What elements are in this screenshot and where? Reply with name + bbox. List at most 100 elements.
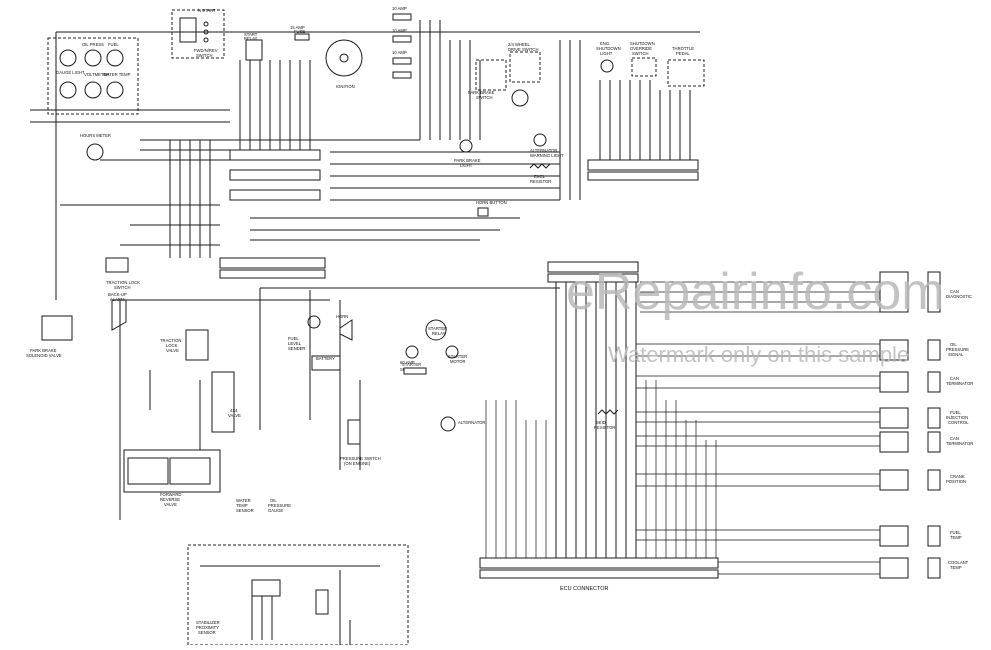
svg-text:PRESSURE SWITCH: PRESSURE SWITCH [340, 456, 381, 461]
svg-text:TEMP: TEMP [950, 535, 962, 540]
svg-text:15 AMP: 15 AMP [290, 25, 305, 30]
svg-text:FUEL: FUEL [108, 42, 119, 47]
svg-text:MOTOR: MOTOR [450, 359, 466, 364]
svg-text:POSITION: POSITION [946, 479, 966, 484]
svg-text:2/4 WHEEL: 2/4 WHEEL [508, 42, 531, 47]
svg-text:10 AMP: 10 AMP [392, 28, 407, 33]
svg-text:RELAY: RELAY [244, 36, 258, 41]
svg-text:LOCK: LOCK [166, 343, 178, 348]
svg-text:OIL PRESS: OIL PRESS [82, 42, 104, 47]
svg-text:TEMP: TEMP [950, 565, 962, 570]
svg-text:BATTERY: BATTERY [316, 356, 335, 361]
svg-text:PROXIMITY: PROXIMITY [196, 625, 219, 630]
svg-text:VOLTMETER: VOLTMETER [84, 72, 109, 77]
n-start-switch: N START FWD/N/REV SWITCH [171, 8, 225, 59]
svg-text:ALTERNATOR: ALTERNATOR [530, 148, 557, 153]
svg-text:10 AMP: 10 AMP [392, 50, 407, 55]
svg-text:N START: N START [198, 8, 216, 13]
svg-text:STABILIZER: STABILIZER [196, 620, 220, 625]
svg-text:GAUGE: GAUGE [268, 508, 283, 513]
svg-text:PARK BRAKE: PARK BRAKE [454, 158, 481, 163]
svg-text:(ON ENGINE): (ON ENGINE) [344, 461, 371, 466]
svg-text:DRIVE SWITCH: DRIVE SWITCH [508, 47, 538, 52]
svg-text:CONTROL: CONTROL [948, 420, 969, 425]
svg-text:DIAGNOSTIC: DIAGNOSTIC [946, 294, 972, 299]
svg-text:CAN: CAN [950, 376, 959, 381]
svg-text:STARTER: STARTER [428, 326, 447, 331]
ecu-connector: ECU CONNECTOR [479, 557, 719, 592]
watermark-note: Watermark only on this sample [608, 342, 910, 367]
svg-text:WARNING LIGHT: WARNING LIGHT [530, 153, 564, 158]
svg-text:THROTTLE: THROTTLE [672, 46, 694, 51]
svg-text:ALTERNATOR: ALTERNATOR [458, 420, 485, 425]
svg-text:PRESSURE: PRESSURE [268, 503, 291, 508]
svg-text:OIL: OIL [270, 498, 277, 503]
svg-text:CRANK: CRANK [950, 474, 965, 479]
svg-text:LIGHT: LIGHT [600, 51, 613, 56]
svg-text:STARTER: STARTER [402, 362, 421, 367]
svg-text:SENSOR: SENSOR [198, 630, 216, 635]
svg-text:VALVE: VALVE [166, 348, 179, 353]
svg-text:PARK BRAKE: PARK BRAKE [468, 90, 495, 95]
svg-text:WATER: WATER [236, 498, 251, 503]
svg-text:IGNITION: IGNITION [336, 84, 355, 89]
svg-text:WATER TEMP: WATER TEMP [103, 72, 131, 77]
svg-text:SWITCH: SWITCH [476, 95, 493, 100]
svg-text:FUEL: FUEL [950, 530, 961, 535]
svg-text:4X4: 4X4 [230, 408, 238, 413]
connector-strip-right [547, 159, 699, 283]
svg-text:PARK BRAKE: PARK BRAKE [30, 348, 57, 353]
svg-text:ECU CONNECTOR: ECU CONNECTOR [560, 586, 609, 592]
svg-text:LIGHT: LIGHT [460, 163, 473, 168]
svg-text:TEMP: TEMP [236, 503, 248, 508]
svg-text:SWITCH: SWITCH [114, 285, 131, 290]
svg-text:ALARM: ALARM [110, 297, 125, 302]
svg-text:HOURS METER: HOURS METER [80, 133, 111, 138]
svg-text:VALVE: VALVE [164, 502, 177, 507]
svg-text:TRACTION LOCK: TRACTION LOCK [106, 280, 140, 285]
svg-text:FUEL: FUEL [950, 410, 961, 415]
watermark-site: eRepairinfo.com [566, 263, 945, 321]
svg-text:HORN: HORN [336, 314, 348, 319]
svg-text:SENDER: SENDER [288, 346, 305, 351]
svg-text:RESISTOR: RESISTOR [594, 425, 615, 430]
start-relay: START RELAY [244, 32, 263, 61]
svg-text:REVERSE: REVERSE [160, 497, 180, 502]
svg-text:VALVE: VALVE [228, 413, 241, 418]
connector-strip-upper [219, 149, 326, 279]
ignition-switch: IGNITION [325, 39, 363, 89]
svg-text:SHUTDOWN: SHUTDOWN [630, 41, 655, 46]
svg-text:SHUTDOWN: SHUTDOWN [596, 46, 621, 51]
svg-text:OVERRIDE: OVERRIDE [630, 46, 652, 51]
svg-text:SOLENOID VALVE: SOLENOID VALVE [26, 353, 62, 358]
wiring-bus [30, 20, 900, 575]
svg-text:TRACTION: TRACTION [160, 338, 181, 343]
svg-text:FWD/N/REV: FWD/N/REV [194, 48, 218, 53]
svg-text:CAN: CAN [950, 436, 959, 441]
svg-text:SKID: SKID [596, 420, 606, 425]
svg-text:RELAY: RELAY [432, 331, 446, 336]
svg-text:LEVEL: LEVEL [288, 341, 302, 346]
svg-text:CAN: CAN [950, 289, 959, 294]
svg-text:FUEL: FUEL [288, 336, 299, 341]
svg-text:PEDAL: PEDAL [676, 51, 690, 56]
svg-text:STARTER: STARTER [448, 354, 467, 359]
svg-text:PRESSURE: PRESSURE [946, 347, 969, 352]
svg-text:TERMINATOR: TERMINATOR [946, 381, 973, 386]
svg-text:FORWARD: FORWARD [160, 492, 181, 497]
svg-text:SWITCH: SWITCH [196, 53, 213, 58]
svg-text:RESISTOR: RESISTOR [530, 179, 551, 184]
svg-text:SIGNAL: SIGNAL [948, 352, 964, 357]
svg-text:SENSOR: SENSOR [236, 508, 254, 513]
